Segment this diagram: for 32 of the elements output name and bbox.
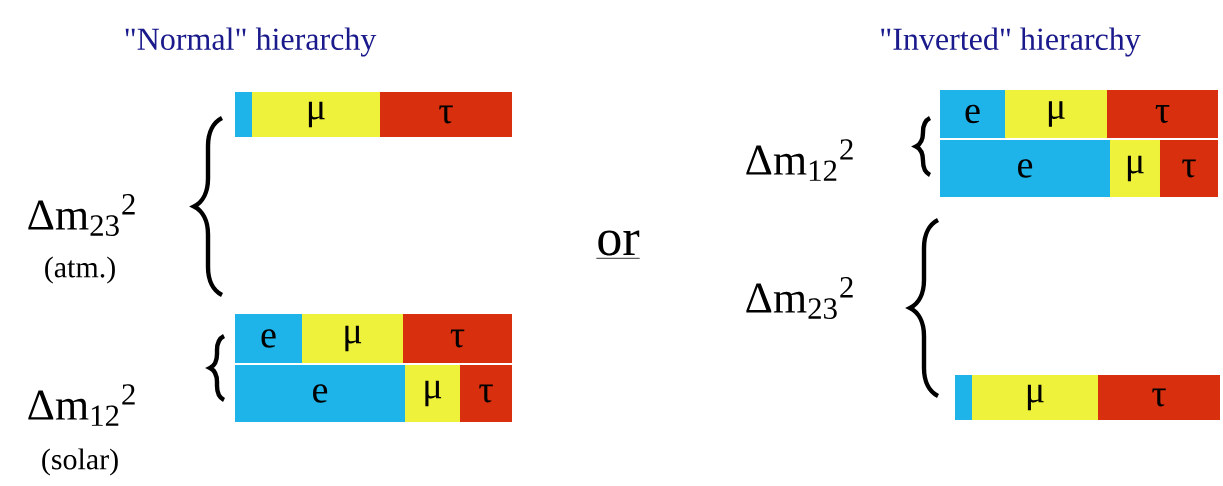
mass-splitting-label: Δm$_{12}$2 [746,139,853,181]
heading: "Inverted" hierarchy [881,27,1141,57]
node-label: τ [1155,105,1170,123]
bar-segment: μ [972,375,1098,420]
bar-segment: e [235,314,302,363]
bar-segment: e [940,90,1005,138]
node-label: τ [1182,159,1196,178]
node-label: e [965,104,980,124]
mass-splitting-label: Δm$_{23}$2 [746,277,853,319]
bar-segment: μ [1110,140,1160,197]
conjunction-text: or [595,230,641,259]
bar-segment: e [235,365,405,422]
bar-segment: τ [1098,375,1220,420]
label-note: (atm.) [45,256,115,284]
heading: "Normal" hierarchy [125,27,377,57]
bar-segment: μ [405,365,460,422]
bar-segment: τ [1160,140,1218,197]
node-label: e [261,329,276,348]
bar-segment: μ [1005,90,1107,138]
bar-segment: μ [252,92,380,137]
node-label: τ [479,384,493,403]
bar-segment [235,92,252,137]
bar-segment: τ [1107,90,1218,138]
bar-segment: τ [380,92,512,137]
bar-segment: τ [403,314,512,363]
label-note: (solar) [42,448,118,476]
bar-segment: μ [302,314,403,363]
bar-segment [955,375,972,420]
mass-splitting-label: Δm$_{23}$2 [28,194,135,236]
bar-segment: τ [460,365,512,422]
mass-splitting-label: Δm$_{12}$2 [28,384,135,426]
bar-segment: e [940,140,1110,197]
